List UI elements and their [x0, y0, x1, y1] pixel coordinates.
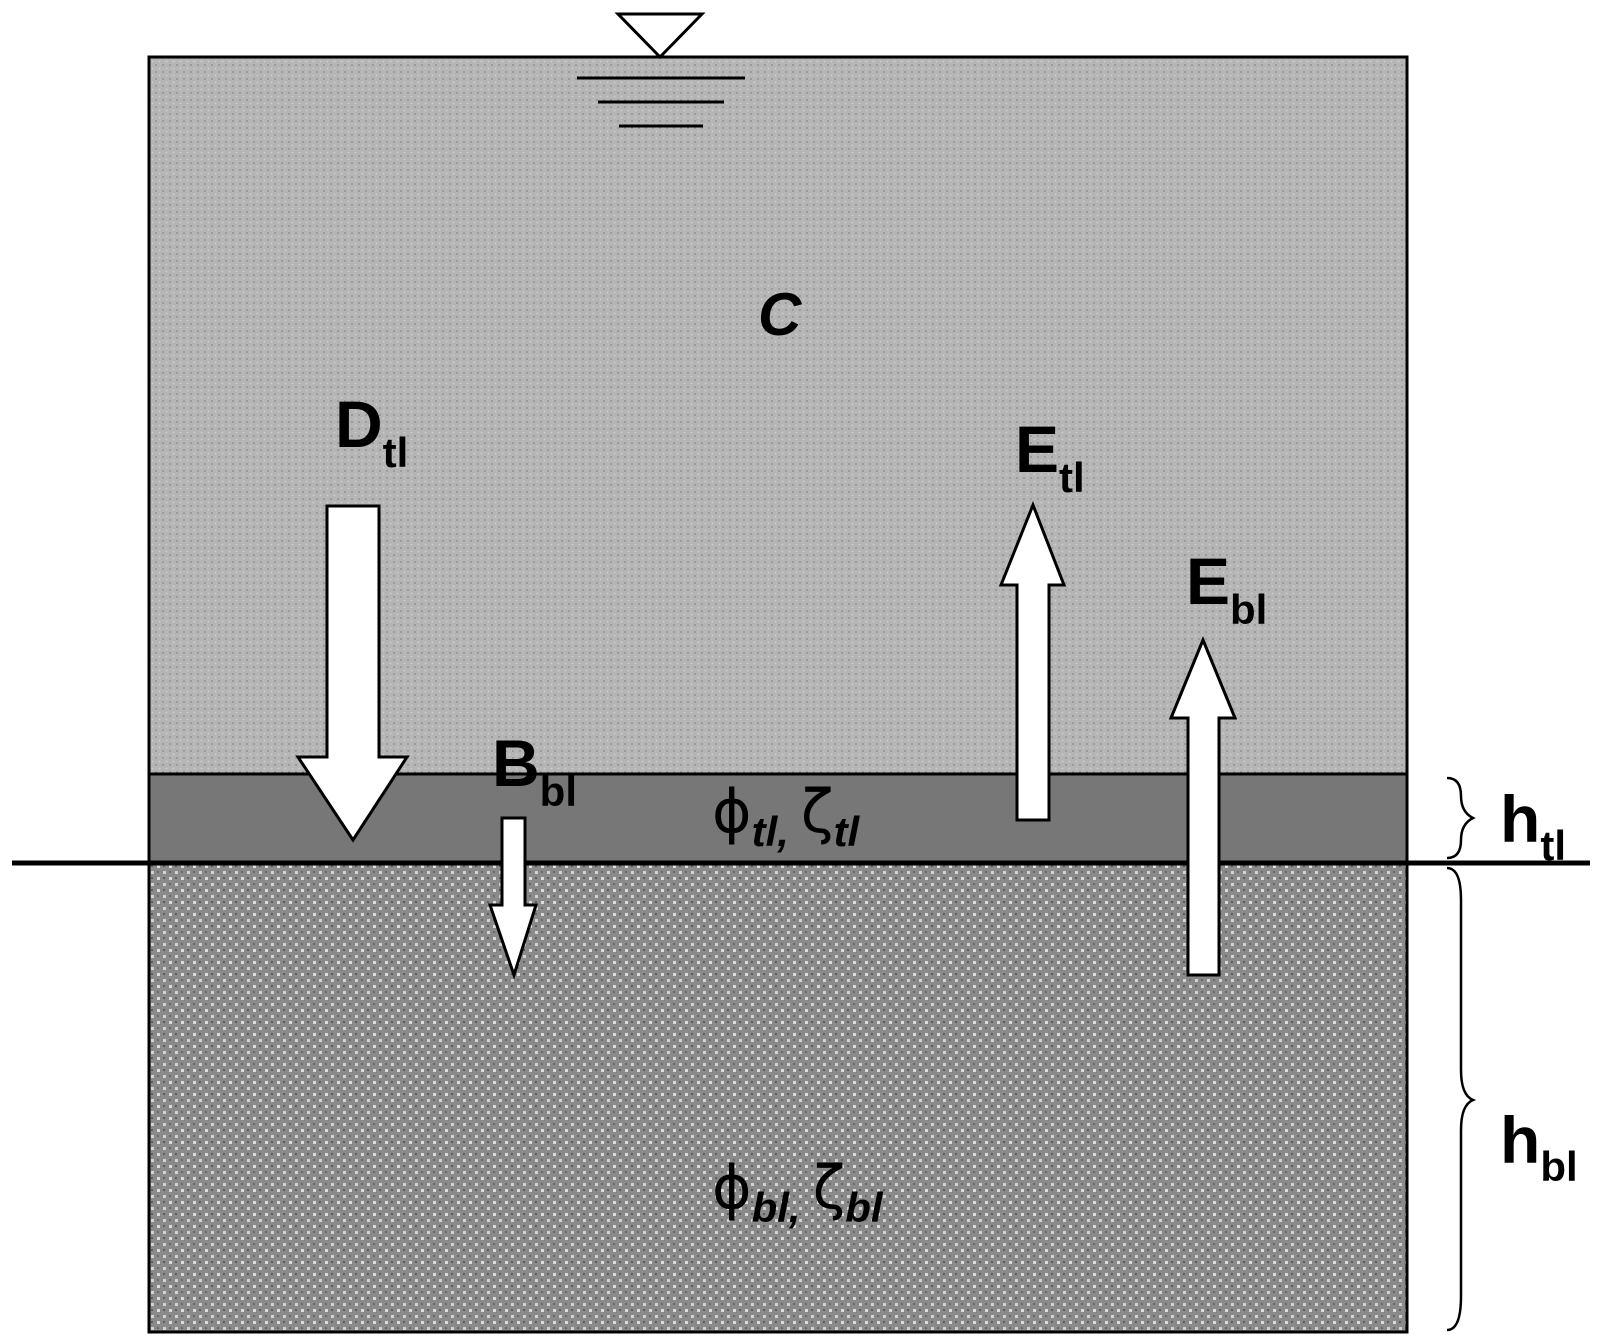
water-surface-icon — [577, 12, 745, 128]
erosion-bottom-symbol: E — [1186, 544, 1230, 618]
burial-subscript: bl — [540, 768, 577, 815]
erosion-top-subscript: tl — [1059, 454, 1085, 501]
burial-label: Bbl — [492, 726, 577, 815]
top-porosity-subscript: tl, — [752, 808, 789, 855]
erosion-top-symbol: E — [1015, 412, 1059, 486]
deposition-label: Dtl — [335, 387, 408, 476]
bottom-porosity-symbol: ϕ — [712, 1153, 752, 1223]
erosion-bottom-subscript: bl — [1230, 586, 1267, 633]
top-thickness-label: htl — [1500, 782, 1566, 869]
burial-arrow — [487, 816, 539, 980]
top-thickness-brace — [1446, 776, 1476, 860]
top-layer-properties: ϕtl, ζtl — [712, 777, 861, 855]
bottom-layer-properties: ϕbl, ζbl — [712, 1153, 884, 1231]
bottom-thickness-label: hbl — [1500, 1103, 1578, 1190]
erosion-bottom-arrow — [1168, 636, 1238, 977]
top-porosity-symbol: ϕ — [712, 777, 752, 847]
bottom-fraction-symbol: ζ — [813, 1153, 846, 1223]
burial-symbol: B — [492, 726, 540, 800]
erosion-top-arrow — [998, 500, 1067, 822]
top-thickness-symbol: h — [1500, 782, 1540, 856]
deposition-arrow — [295, 504, 410, 843]
erosion-top-label: Etl — [1015, 412, 1085, 501]
bottom-fraction-subscript: bl — [845, 1184, 884, 1231]
top-fraction-subscript: tl — [834, 808, 861, 855]
deposition-subscript: tl — [383, 429, 409, 476]
bottom-porosity-subscript: bl, — [752, 1184, 801, 1231]
top-fraction-symbol: ζ — [801, 777, 834, 847]
bottom-thickness-brace — [1446, 866, 1477, 1332]
bottom-thickness-symbol: h — [1500, 1103, 1540, 1177]
bottom-thickness-subscript: bl — [1540, 1143, 1577, 1190]
deposition-symbol: D — [335, 387, 383, 461]
erosion-bottom-label: Ebl — [1186, 544, 1267, 633]
concentration-label: C — [758, 281, 803, 348]
top-thickness-subscript: tl — [1540, 822, 1566, 869]
